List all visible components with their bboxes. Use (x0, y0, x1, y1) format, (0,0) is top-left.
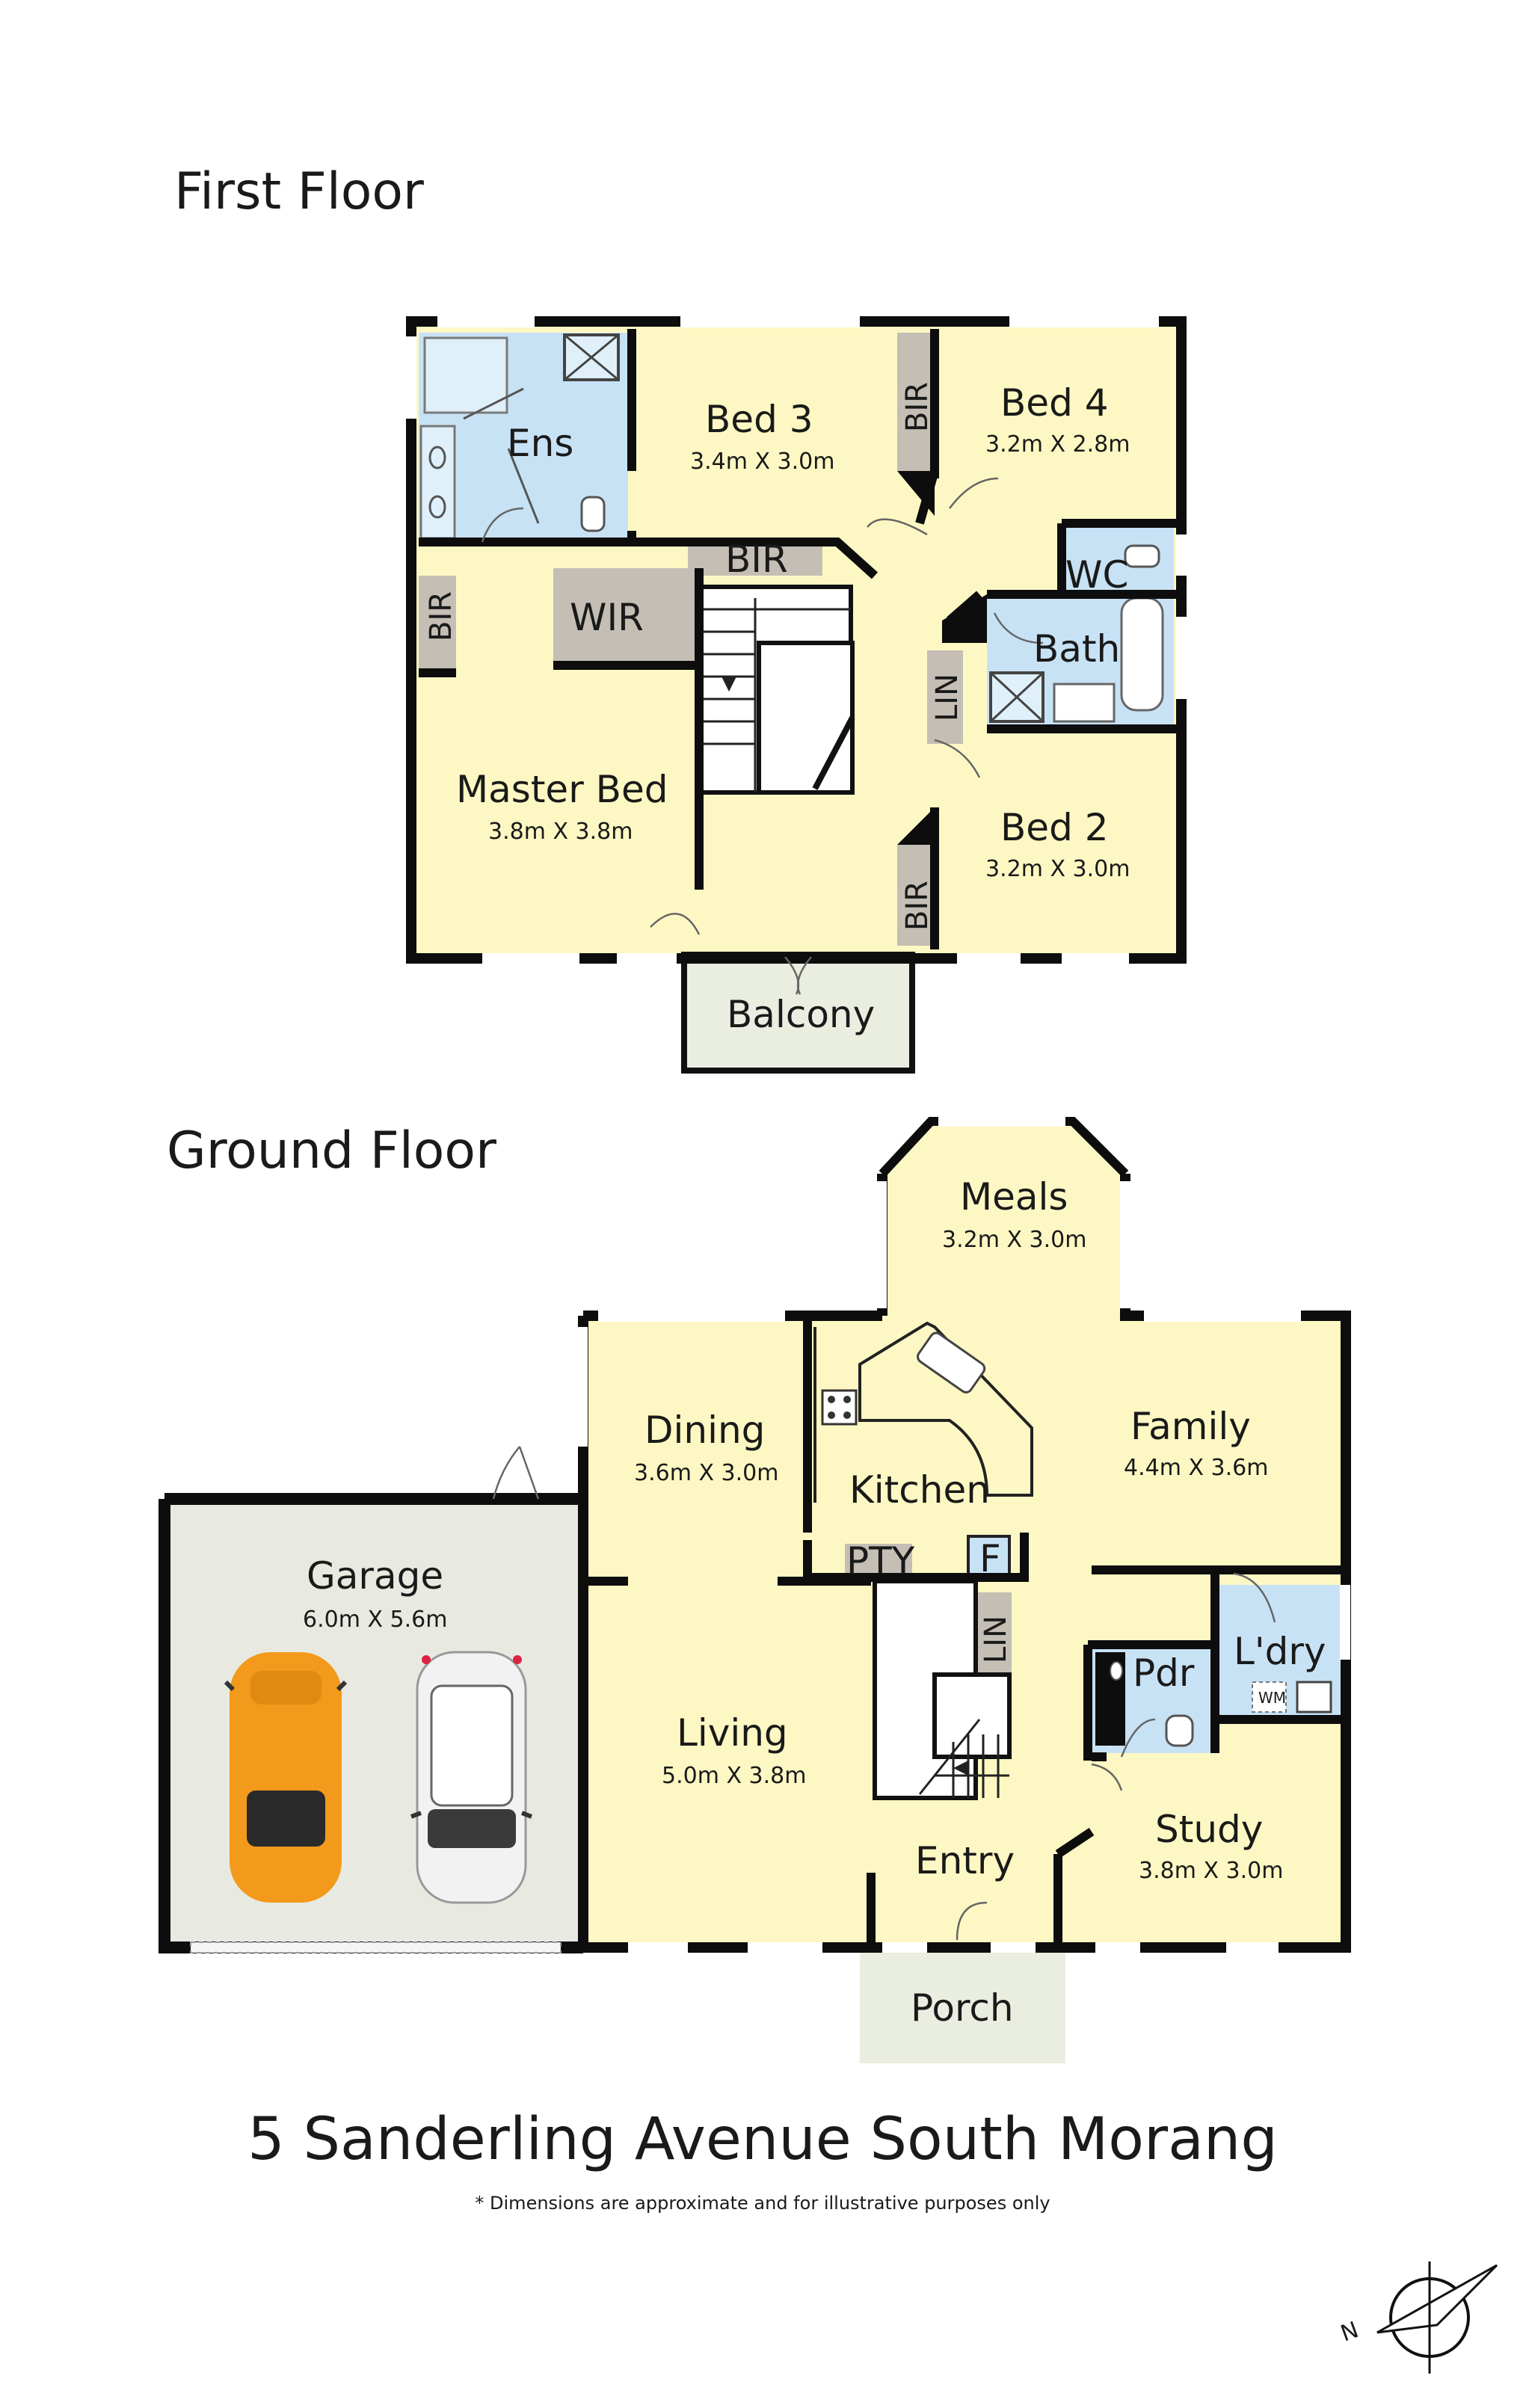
bed4-label: Bed 4 (1000, 381, 1109, 425)
white-car-icon (410, 1651, 533, 1904)
fridge-area (967, 1535, 1011, 1577)
living-dim: 5.0m X 3.8m (662, 1763, 807, 1789)
meals-label: Meals (960, 1175, 1068, 1219)
pdr-toilet-icon (1165, 1714, 1194, 1747)
pantry-area (845, 1544, 912, 1577)
first-floor-windows (406, 315, 1187, 964)
wm-label: WM (1258, 1689, 1286, 1707)
garage-dim: 6.0m X 5.6m (303, 1607, 448, 1633)
balcony-label: Balcony (727, 993, 875, 1036)
basin-icon-2 (428, 495, 446, 519)
stair-arrow-icon (722, 677, 736, 692)
pty-label: PTY (846, 1539, 915, 1583)
lin-first-label: LIN (930, 674, 964, 721)
bathtub-icon (1120, 597, 1164, 712)
bath-vanity-icon (1053, 683, 1116, 723)
vanity-icon (419, 425, 456, 540)
bed3-dim: 3.4m X 3.0m (690, 449, 835, 475)
porch-area (860, 1951, 1065, 2063)
dining-label: Dining (644, 1408, 765, 1452)
orange-car-icon (224, 1652, 348, 1903)
study-label: Study (1155, 1808, 1263, 1851)
ldry-label: L'dry (1234, 1630, 1326, 1673)
first-floor-door-swings (481, 477, 1044, 995)
washing-machine-icon (1252, 1681, 1287, 1713)
kitchen-label: Kitchen (849, 1468, 990, 1512)
ground-floor-interior-walls (583, 1311, 1342, 1944)
wir-area (553, 568, 695, 665)
bed2-dim: 3.2m X 3.0m (985, 856, 1130, 882)
bir-bed4-label: BIR (900, 382, 935, 432)
bed2-label: Bed 2 (1000, 806, 1109, 849)
bir-first-left-label: BIR (424, 591, 458, 641)
pdr-label: Pdr (1133, 1651, 1195, 1695)
dimensions-disclaimer: * Dimensions are approximate and for ill… (475, 2193, 1050, 2214)
toilet-icon (580, 496, 606, 532)
bath-label: Bath (1033, 627, 1120, 671)
ground-stair-arrow-icon (953, 1761, 968, 1776)
lin-ground-label: LIN (979, 1616, 1013, 1663)
master-bed-dim: 3.8m X 3.8m (488, 819, 633, 845)
lin-ground-area (976, 1592, 1012, 1686)
porch-label: Porch (911, 1986, 1014, 2030)
lin-first (927, 650, 963, 744)
kitchen-sink-icon (917, 1331, 986, 1394)
master-bed-label: Master Bed (456, 768, 668, 811)
family-label: Family (1130, 1405, 1251, 1448)
entry-label: Entry (915, 1839, 1015, 1882)
bir-bed4 (897, 333, 935, 471)
pdr-basin-icon (1110, 1661, 1123, 1681)
first-floor-plan (406, 315, 1187, 1074)
living-label: Living (677, 1711, 788, 1755)
dining-dim: 3.6m X 3.0m (634, 1460, 779, 1486)
fridge-label: F (979, 1537, 1001, 1580)
wir-label: WIR (570, 596, 644, 639)
ground-floor-heading: Ground Floor (167, 1121, 496, 1180)
study-dim: 3.8m X 3.0m (1139, 1858, 1284, 1884)
first-floor-interior-walls (419, 329, 1178, 949)
ens-label: Ens (507, 422, 573, 465)
wc-toilet-icon (1124, 544, 1160, 568)
bed3-label: Bed 3 (705, 398, 813, 441)
first-floor-outer-wall (406, 316, 1187, 964)
meals-dim: 3.2m X 3.0m (942, 1227, 1087, 1253)
bir-first-top (688, 542, 822, 576)
bir-first-top-label: BIR (725, 538, 788, 581)
trough-icon (1296, 1681, 1332, 1713)
bir-bed2 (897, 845, 935, 946)
basin-icon (428, 446, 446, 469)
north-compass-icon: N (1338, 2261, 1498, 2374)
bir-bed2-label: BIR (900, 881, 935, 931)
shower-tray-icon (423, 336, 508, 414)
bir-first-left (419, 576, 456, 669)
ground-floor-door-swings (492, 1446, 1276, 1941)
garage-label: Garage (307, 1554, 443, 1598)
bed4-dim: 3.2m X 2.8m (985, 431, 1130, 458)
first-floor-heading: First Floor (174, 162, 424, 221)
wc-label: WC (1065, 553, 1128, 597)
family-dim: 4.4m X 3.6m (1124, 1455, 1269, 1481)
ground-floor-windows (190, 1116, 1350, 1953)
kitchen-island (858, 1321, 1033, 1497)
cooktop-icon (821, 1389, 858, 1426)
property-address: 5 Sanderling Avenue South Morang (247, 2106, 1278, 2173)
compass-n-label: N (1338, 2317, 1362, 2347)
